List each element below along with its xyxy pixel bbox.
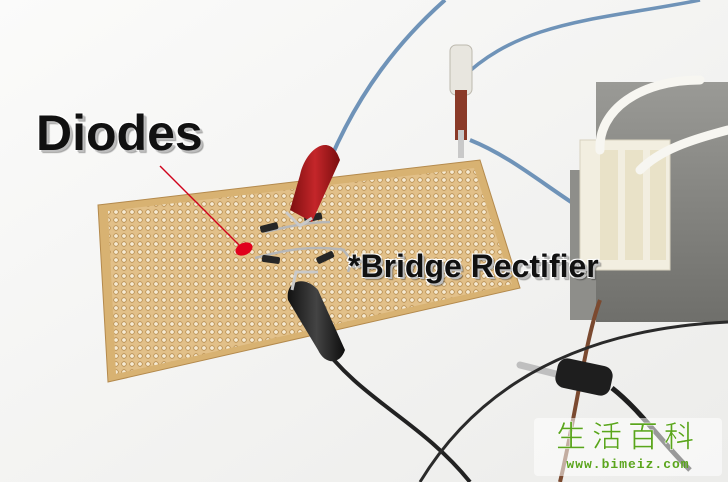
black-alligator-clip bbox=[287, 270, 345, 362]
diodes-label: Diodes bbox=[36, 105, 203, 161]
black-wire-2 bbox=[418, 320, 728, 482]
watermark-logo-text: 生活百科 bbox=[556, 420, 700, 454]
watermark-url: www.bimeiz.com bbox=[566, 457, 690, 472]
blue-wire bbox=[328, 0, 447, 161]
probe-plug bbox=[449, 44, 473, 158]
bridge-rectifier-label: *Bridge Rectifier bbox=[348, 248, 599, 284]
white-lead-2 bbox=[635, 125, 728, 175]
watermark-logo: 生活百科 bbox=[556, 420, 700, 456]
blue-wire-3 bbox=[458, 0, 701, 82]
diodes-pointer-dot bbox=[235, 242, 253, 256]
transformer bbox=[570, 82, 728, 322]
watermark: 生活百科 www.bimeiz.com bbox=[534, 418, 722, 476]
red-alligator-clip bbox=[284, 144, 340, 228]
white-lead bbox=[595, 75, 705, 155]
diodes-pointer-line bbox=[159, 165, 241, 247]
